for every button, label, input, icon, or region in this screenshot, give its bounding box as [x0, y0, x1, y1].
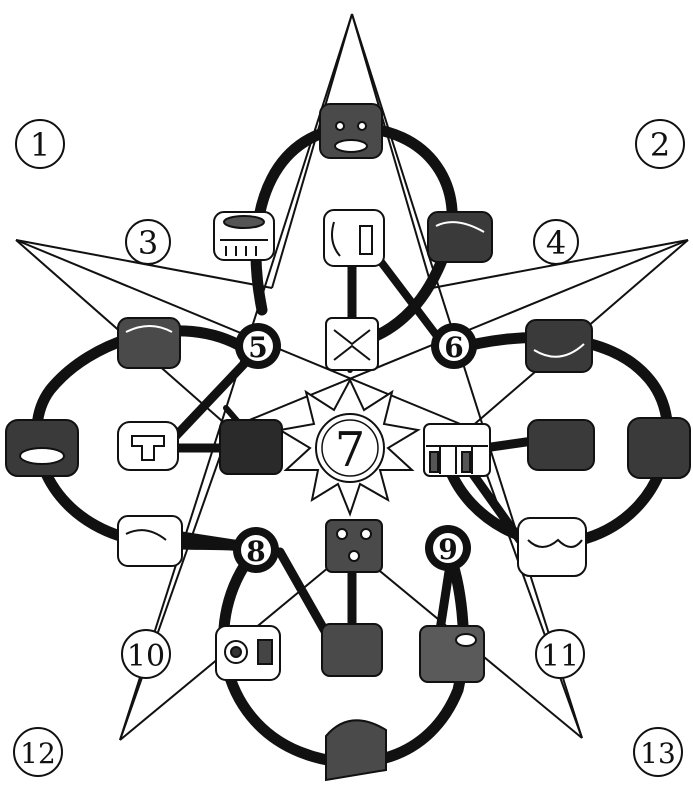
- jaguar-glyph-icon: [428, 212, 492, 262]
- corner-label-2: 2: [650, 126, 670, 164]
- face-glyph-icon: [320, 104, 382, 158]
- corner-1: 1: [16, 120, 64, 168]
- node-label-8: 8: [246, 535, 265, 568]
- lizard-glyph-icon: [628, 418, 690, 478]
- corner-label-1: 1: [30, 126, 50, 164]
- node-8: 8: [233, 527, 279, 573]
- center-label: 7: [335, 422, 366, 478]
- stone-glyph-icon: [220, 420, 282, 474]
- head-bottom-glyph-icon: [326, 720, 386, 780]
- head-glyph-icon: [6, 420, 78, 476]
- node-label-6: 6: [444, 331, 463, 364]
- point-3: 3: [126, 220, 170, 264]
- vessel-glyph-icon: [518, 518, 586, 576]
- center-sun: 7: [280, 380, 418, 514]
- gate-glyph-icon: [424, 424, 490, 476]
- node-label-9: 9: [438, 533, 457, 566]
- node-9: 9: [425, 525, 471, 571]
- cross-glyph-icon: [326, 318, 378, 370]
- node-5: 5: [235, 323, 281, 369]
- bone-glyph-icon: [118, 516, 182, 566]
- point-10: 10: [122, 630, 170, 678]
- node-6: 6: [431, 323, 477, 369]
- shell-glyph-icon: [214, 212, 274, 260]
- corner-12: 12: [14, 728, 62, 776]
- corner-13: 13: [634, 728, 682, 776]
- point-label-11: 11: [541, 639, 579, 674]
- point-label-10: 10: [127, 639, 165, 674]
- corner-label-12: 12: [20, 737, 56, 770]
- point-label-4: 4: [546, 224, 566, 262]
- serpent-glyph-icon: [118, 318, 180, 368]
- monkey-glyph-icon: [420, 626, 484, 682]
- flower-glyph-icon: [326, 520, 382, 572]
- point-4: 4: [534, 220, 578, 264]
- corner-label-13: 13: [640, 737, 676, 770]
- node-label-5: 5: [248, 331, 267, 364]
- eye-glyph-icon: [216, 626, 280, 680]
- beast-glyph-icon: [526, 320, 592, 372]
- point-label-3: 3: [138, 224, 158, 262]
- scroll-glyph-icon: [324, 210, 384, 266]
- tau-glyph-icon: [118, 422, 178, 470]
- corner-2: 2: [636, 120, 684, 168]
- knot-glyph-icon: [528, 420, 594, 470]
- point-11: 11: [536, 630, 584, 678]
- water-glyph-icon: [322, 624, 382, 676]
